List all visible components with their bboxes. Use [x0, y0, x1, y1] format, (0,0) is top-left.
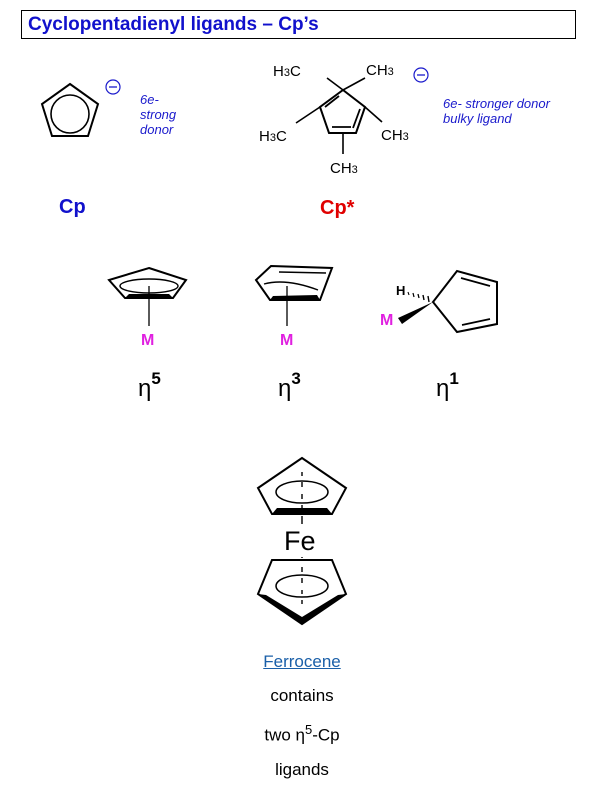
eta1-metal: M	[380, 312, 394, 329]
ferrocene-caption: Ferrocene contains two η5-Cp ligands	[202, 645, 402, 787]
title-box: Cyclopentadienyl ligands – Cp’s	[21, 10, 576, 39]
eta3-label: η3	[278, 369, 301, 402]
methyl-bottom: CH3	[330, 160, 358, 177]
cpstar-note: 6e- stronger donor bulky ligand	[443, 96, 550, 126]
cp-note: 6e- strong donor	[140, 92, 177, 137]
page-title: Cyclopentadienyl ligands – Cp’s	[28, 14, 319, 35]
cpstar-label: Cp*	[320, 197, 355, 219]
methyl-left: H3C	[259, 128, 287, 145]
eta1-h: H	[396, 283, 406, 298]
cp-label: Cp	[59, 196, 86, 218]
methyl-right: CH3	[381, 127, 409, 144]
eta5-structure	[107, 266, 188, 326]
ferrocene-link[interactable]: Ferrocene	[263, 652, 341, 671]
eta5-label: η5	[138, 369, 161, 402]
methyl-top-left: H3C	[273, 63, 301, 80]
eta3-metal: M	[280, 332, 294, 349]
ferrocene-structure	[256, 456, 348, 626]
eta5-metal: M	[141, 332, 155, 349]
ferrocene-line3: two η5-Cp	[264, 722, 340, 745]
eta1-label: η1	[436, 369, 459, 402]
cp-structure	[40, 79, 121, 137]
eta1-structure	[398, 269, 498, 334]
ferrocene-metal: Fe	[283, 526, 317, 557]
methyl-top-right: CH3	[366, 62, 394, 79]
eta3-structure	[254, 264, 334, 326]
cpstar-structure	[295, 67, 429, 154]
